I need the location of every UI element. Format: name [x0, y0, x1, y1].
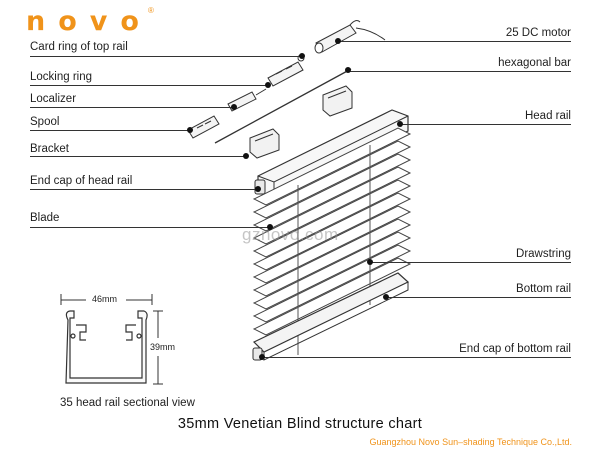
- bottom-rail-leader: [386, 297, 571, 298]
- hex-bar-label: hexagonal bar: [498, 57, 571, 69]
- end-cap-bottom-leader: [262, 357, 571, 358]
- locking-ring-label: Locking ring: [30, 71, 93, 83]
- hex-bar-marker: [345, 67, 351, 73]
- card-ring-part: [267, 54, 305, 87]
- locking-ring-marker: [265, 82, 271, 88]
- bracket-marker: [243, 153, 249, 159]
- localizer-marker: [231, 104, 237, 110]
- localizer-leader: [30, 107, 234, 108]
- company-name: Guangzhou Novo Sun–shading Technique Co.…: [369, 437, 572, 447]
- bracket-left-part: [249, 128, 280, 159]
- blade-marker: [267, 224, 273, 230]
- spool-leader: [30, 130, 190, 131]
- bracket-leader: [30, 156, 246, 157]
- end-cap-head-leader: [30, 189, 258, 190]
- brand-logo: novo: [26, 6, 152, 37]
- dc-motor-part: [314, 20, 386, 54]
- bracket-label: Bracket: [30, 143, 69, 155]
- section-width-dimension: 46mm: [92, 294, 118, 304]
- blade-label: Blade: [30, 212, 60, 224]
- localizer-label: Localizer: [30, 93, 77, 105]
- end-cap-head-marker: [255, 186, 261, 192]
- end-cap-bottom-marker: [259, 354, 265, 360]
- spool-label: Spool: [30, 116, 60, 128]
- section-height-dimension: 39mm: [150, 342, 176, 352]
- hex-bar-leader: [348, 71, 571, 72]
- motor-marker: [335, 38, 341, 44]
- blade-leader: [30, 227, 270, 228]
- bottom-rail-label: Bottom rail: [516, 283, 571, 295]
- locking-ring-leader: [30, 85, 268, 86]
- card-ring-leader: [30, 56, 302, 57]
- head-rail-marker: [397, 121, 403, 127]
- head-rail-label: Head rail: [524, 110, 571, 122]
- motor-label: 25 DC motor: [505, 27, 571, 39]
- hexagonal-bar-part: [214, 68, 352, 144]
- diagram-title: 35mm Venetian Blind structure chart: [177, 416, 423, 432]
- drawstring-marker: [367, 259, 373, 265]
- end-cap-bottom-label: End cap of bottom rail: [459, 343, 571, 355]
- end-cap-head-label: End cap of head rail: [30, 175, 133, 187]
- blade-slats: [252, 127, 412, 336]
- bracket-right-part: [322, 85, 353, 117]
- drawstring-label: Drawstring: [516, 248, 571, 260]
- head-rail-section-drawing: [65, 310, 148, 384]
- drawstring-leader: [370, 262, 571, 263]
- watermark: gznovo.com: [242, 225, 339, 244]
- section-caption: 35 head rail sectional view: [60, 397, 195, 409]
- spool-marker: [187, 127, 193, 133]
- card-ring-label: Card ring of top rail: [30, 41, 128, 53]
- motor-leader: [338, 41, 571, 42]
- card-ring-marker: [299, 53, 305, 59]
- head-rail-leader: [400, 124, 571, 125]
- registered-mark: ®: [148, 6, 154, 15]
- spool-part: [187, 115, 220, 139]
- bottom-rail-marker: [383, 294, 389, 300]
